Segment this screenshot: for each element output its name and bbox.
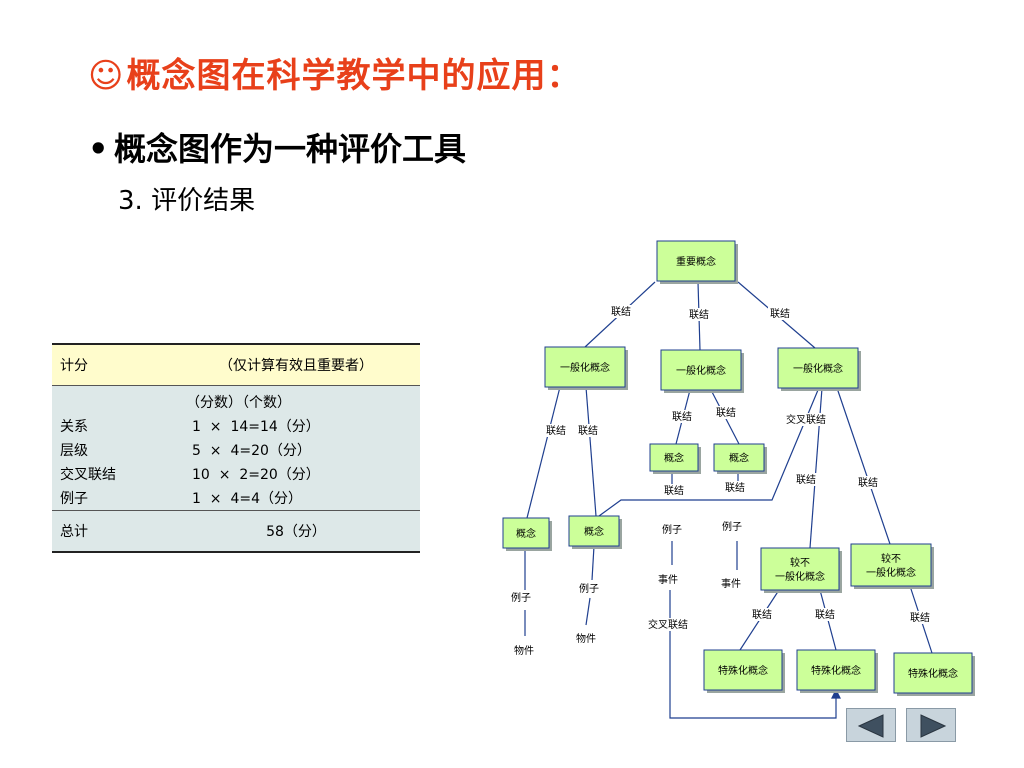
row-value: 5 × 4=20（分） — [172, 438, 420, 462]
connector-line — [836, 387, 891, 545]
example-label: 例子 — [511, 591, 531, 604]
example-label: 例子 — [579, 582, 599, 595]
prev-slide-button[interactable] — [846, 708, 896, 742]
link-label: 联结 — [910, 611, 930, 624]
link-label: 联结 — [815, 608, 835, 621]
node-label: 重要概念 — [676, 255, 716, 268]
node-label: 特殊化概念 — [718, 664, 768, 677]
event-label: 事件 — [721, 577, 741, 590]
concept-node-c2: 概念 — [713, 443, 767, 474]
node-label: 较不 — [790, 556, 810, 569]
total-label: 总计 — [52, 510, 172, 553]
slide-title: ☺概念图在科学教学中的应用： — [88, 48, 581, 97]
concept-node-c_b: 概念 — [568, 515, 622, 549]
bullet-text: 概念图作为一种评价工具 — [114, 130, 467, 168]
event-label: 事件 — [658, 573, 678, 586]
smiley-icon: ☺ — [88, 56, 125, 96]
concept-node-g1: 一般化概念 — [544, 346, 628, 390]
row-value: 1 × 4=4（分） — [172, 486, 420, 511]
link-label: 联结 — [858, 476, 878, 489]
link-label: 联结 — [796, 473, 816, 486]
row-value: 1 × 14=14（分） — [172, 414, 420, 438]
cross-link-label: 交叉联结 — [786, 413, 826, 426]
node-label: 特殊化概念 — [908, 667, 958, 680]
cross-link-line — [598, 389, 819, 517]
node-label: 概念 — [516, 527, 536, 540]
example-label: 例子 — [662, 523, 682, 536]
object-label: 物件 — [576, 632, 596, 645]
arrow-head-icon — [831, 688, 841, 699]
row-label: 层级 — [52, 438, 172, 462]
concept-node-top: 重要概念 — [656, 240, 738, 284]
example-label: 例子 — [722, 520, 742, 533]
connector-line — [526, 386, 561, 519]
concept-node-s2: 特殊化概念 — [796, 649, 878, 693]
link-label: 联结 — [578, 424, 598, 437]
table-row: 层级 5 × 4=20（分） — [52, 438, 420, 462]
link-label: 联结 — [689, 308, 709, 321]
row-value: 10 × 2=20（分） — [172, 462, 420, 486]
next-slide-button[interactable] — [906, 708, 956, 742]
concept-node-g3: 一般化概念 — [777, 347, 861, 391]
node-label: 一般化概念 — [775, 570, 825, 583]
units-cell: （分数）（个数） — [172, 385, 420, 414]
link-label: 联结 — [770, 307, 790, 320]
cross-link-label: 交叉联结 — [648, 618, 688, 631]
node-label: 一般化概念 — [560, 361, 610, 374]
table-row: （分数）（个数） — [52, 385, 420, 414]
concept-node-s1: 特殊化概念 — [703, 649, 785, 693]
concept-node-s3: 特殊化概念 — [893, 652, 975, 696]
triangle-left-icon — [857, 714, 884, 738]
slide-title-text: 概念图在科学教学中的应用： — [126, 56, 582, 96]
connector-line — [585, 386, 597, 517]
score-table: 计分 （仅计算有效且重要者） （分数）（个数） 关系 1 × 14=14（分） … — [52, 343, 420, 553]
node-label: 概念 — [729, 452, 749, 465]
link-label: 联结 — [752, 608, 772, 621]
link-label: 联结 — [664, 484, 684, 497]
header-cell: （仅计算有效且重要者） — [172, 343, 420, 386]
total-value: 58（分） — [172, 510, 420, 553]
node-label: 一般化概念 — [676, 364, 726, 377]
row-label: 例子 — [52, 486, 172, 511]
subheading: 3. 评价结果 — [118, 186, 256, 216]
connector-line — [585, 597, 591, 626]
node-label: 较不 — [881, 552, 901, 565]
node-label: 一般化概念 — [866, 566, 916, 579]
node-label: 概念 — [584, 525, 604, 538]
node-label: 概念 — [664, 452, 684, 465]
connector-line — [809, 387, 823, 549]
concept-node-c1: 概念 — [649, 443, 701, 474]
link-label: 联结 — [716, 406, 736, 419]
link-label: 联结 — [672, 410, 692, 423]
cross-link-line — [669, 590, 837, 719]
table-total-row: 总计 58（分） — [52, 510, 420, 553]
link-label: 联结 — [546, 424, 566, 437]
link-label: 联结 — [611, 305, 631, 318]
header-cell: 计分 — [52, 343, 172, 386]
table-row: 关系 1 × 14=14（分） — [52, 414, 420, 438]
row-label: 关系 — [52, 414, 172, 438]
table-row: 交叉联结 10 × 2=20（分） — [52, 462, 420, 486]
concept-node-c_a: 概念 — [502, 517, 552, 551]
row-label: 交叉联结 — [52, 462, 172, 486]
connector-line — [591, 545, 595, 581]
object-label: 物件 — [514, 644, 534, 657]
node-label: 一般化概念 — [793, 362, 843, 375]
link-label: 联结 — [725, 481, 745, 494]
table-row: 例子 1 × 4=4（分） — [52, 486, 420, 511]
table-header-row: 计分 （仅计算有效且重要者） — [52, 343, 420, 386]
bullet-dot-icon: • — [88, 130, 109, 168]
concept-node-g2: 一般化概念 — [660, 349, 744, 393]
bullet-point: •概念图作为一种评价工具 — [88, 124, 466, 170]
node-label: 特殊化概念 — [811, 664, 861, 677]
triangle-right-icon — [920, 714, 947, 738]
